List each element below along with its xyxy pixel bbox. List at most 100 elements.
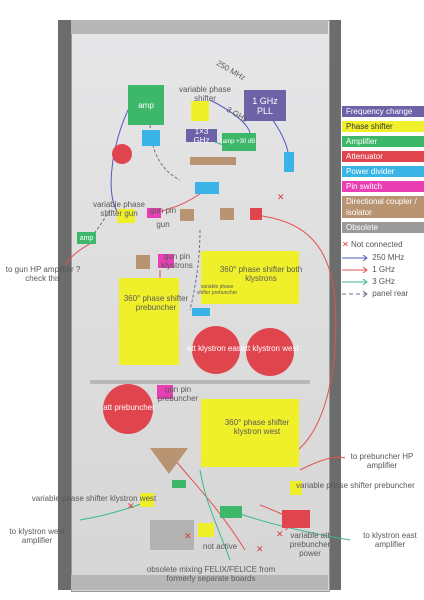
- label-att-klystron-east: att klystron east: [186, 344, 244, 353]
- amp-small-mid: [172, 480, 186, 488]
- legend-3ghz-label: 3 GHz: [372, 277, 395, 286]
- pll-1ghz-label: 1 GHz PLL: [252, 95, 278, 116]
- label-att-klystron-west: att klystron west: [241, 344, 299, 353]
- coupler-c: [136, 255, 150, 269]
- attenuator-right-small: [250, 208, 262, 220]
- label-ps360-klystron-west: 360° phase shifter klystron west: [224, 418, 290, 436]
- phase-shifter-klystron-west-small: [140, 493, 154, 507]
- legend-attenuator: Attenuator: [342, 151, 424, 162]
- rack-rail-bottom: [71, 575, 328, 590]
- attenuator-klystron-east: [192, 326, 240, 374]
- rack-post-right: [327, 20, 341, 590]
- legend-1ghz: 1 GHz: [342, 265, 395, 274]
- variable-attenuator-prebuncher: [282, 510, 310, 528]
- legend-panel-rear: panel rear: [342, 289, 408, 298]
- not-connected-mark-5: ✕: [276, 529, 284, 539]
- coupler-a: [180, 209, 194, 221]
- legend-panel-rear-label: panel rear: [372, 289, 409, 298]
- pll-1ghz: 1 GHz PLL: [244, 90, 286, 121]
- wire-1ghz-f: [299, 456, 346, 471]
- phase-shifter-360-klystron-west: [201, 399, 299, 467]
- label-not-active: not active: [202, 542, 238, 551]
- rack-post-left: [58, 20, 72, 590]
- not-connected-mark-3: ✕: [184, 531, 192, 541]
- power-divider-right: [284, 152, 294, 172]
- label-variable-phase-small: variable phase shifter prebuncher: [196, 284, 238, 296]
- legend-amplifier: Amplifier: [342, 136, 424, 147]
- not-connected-mark-2: ✕: [127, 501, 135, 511]
- phase-shifter-360-both-klystrons: [201, 251, 299, 304]
- amp-top: amp: [128, 85, 164, 125]
- attenuator-prebuncher: [103, 384, 153, 434]
- amp-30db-label: amp +30 dB: [222, 138, 256, 145]
- multiplier-1x3ghz: 1×3 GHz: [186, 126, 217, 145]
- amp-left-label: amp: [79, 234, 94, 242]
- label-to-klystron-east-amp: to klystron east amplifier: [363, 531, 417, 549]
- label-to-gun-hp-amplifier: to gun HP amplifier ? check this: [5, 265, 81, 283]
- pin-switch-prebuncher: [157, 385, 173, 399]
- pin-switch-klystrons: [158, 254, 174, 268]
- phase-shifter-360-prebuncher: [119, 278, 179, 365]
- rack-rail-mid: [90, 380, 310, 384]
- label-ps360-prebuncher: 360° phase shifter prebuncher: [123, 294, 189, 312]
- legend-1ghz-label: 1 GHz: [372, 265, 395, 274]
- label-gun-pin-prebuncher: gun pin prebuncher: [157, 385, 199, 403]
- wire-250mhz-a: [110, 109, 129, 216]
- arrow-1ghz-icon: [342, 266, 368, 273]
- multiplier-label: 1×3 GHz: [193, 126, 210, 145]
- wire-1ghz-b: [254, 214, 337, 456]
- arrow-250mhz-icon: [342, 254, 368, 261]
- power-divider-center: [192, 308, 210, 316]
- label-to-klystron-west-amp: to klystron west amplifier: [9, 527, 65, 545]
- legend-frequency-change: Frequency change: [342, 106, 424, 117]
- not-connected-mark-1: ✕: [277, 192, 285, 202]
- power-divider-mid: [195, 182, 219, 194]
- amp-30db: amp +30 dB: [222, 133, 256, 151]
- legend-250mhz: 250 MHz: [342, 253, 404, 262]
- label-gun-pin: gun pin: [149, 206, 177, 215]
- label-obsolete-mixing: obsolete mixing FELIX/FELICE from former…: [146, 565, 276, 583]
- legend-phase-shifter: Phase shifter: [342, 121, 424, 132]
- wire-panel-rear-a: [149, 119, 181, 181]
- label-vps-klystron-west: variable phase shifter klystron west: [31, 494, 157, 503]
- arrow-3ghz-icon: [342, 278, 368, 285]
- label-gun: gun: [156, 220, 170, 229]
- phase-shifter-not-active: [198, 523, 214, 537]
- obsolete-block-bottom: [150, 520, 194, 550]
- wire-1ghz-e: [174, 459, 246, 551]
- wire-3ghz-d: [199, 469, 231, 561]
- coupler-top: [190, 157, 236, 165]
- amp-left: amp: [77, 232, 96, 244]
- legend-3ghz: 3 GHz: [342, 277, 395, 286]
- label-att-prebuncher: att prebuncher: [103, 403, 155, 412]
- attenuator-klystron-west: [246, 328, 294, 376]
- legend-directional-coupler: Directional coupler / isolator: [342, 196, 424, 218]
- amp-small-bottom: [220, 506, 242, 518]
- pin-switch-gun: [147, 208, 161, 218]
- legend-not-connected: ✕ Not connected: [342, 240, 403, 249]
- coupler-b: [220, 208, 234, 220]
- attenuator-top-left: [112, 144, 132, 164]
- label-ps360-both: 360° phase shifter both klystrons: [219, 265, 303, 283]
- power-divider-top: [142, 130, 160, 146]
- legend-power-divider: Power divider: [342, 166, 424, 177]
- not-connected-mark-4: ✕: [256, 544, 264, 554]
- legend-obsolete: Obsolete: [342, 222, 424, 233]
- legend-not-connected-label: Not connected: [350, 240, 403, 249]
- variable-phase-shifter-top: [191, 101, 209, 121]
- label-to-prebuncher-hp: to prebuncher HP amplifier: [350, 452, 414, 470]
- legend-pin-switch: Pin switch: [342, 181, 424, 192]
- amp-top-label: amp: [138, 100, 154, 110]
- not-connected-legend-icon: ✕: [342, 240, 351, 249]
- wire-panel-rear-c: [87, 209, 111, 239]
- phase-shifter-gun: [117, 209, 135, 223]
- label-variable-phase-shifter-gun: variable phase shifter gun: [92, 200, 146, 218]
- label-vps-prebuncher: variable phase shifter prebuncher: [296, 481, 415, 490]
- label-variable-att-prebuncher: variable att prebuncher power: [289, 531, 331, 558]
- label-variable-phase-shifter-top: variable phase shifter: [178, 85, 232, 103]
- arrow-panel-rear-icon: [342, 290, 368, 297]
- rack-rail-top: [71, 20, 328, 34]
- legend-250mhz-label: 250 MHz: [372, 253, 405, 262]
- wire-3ghz-c: [234, 511, 351, 541]
